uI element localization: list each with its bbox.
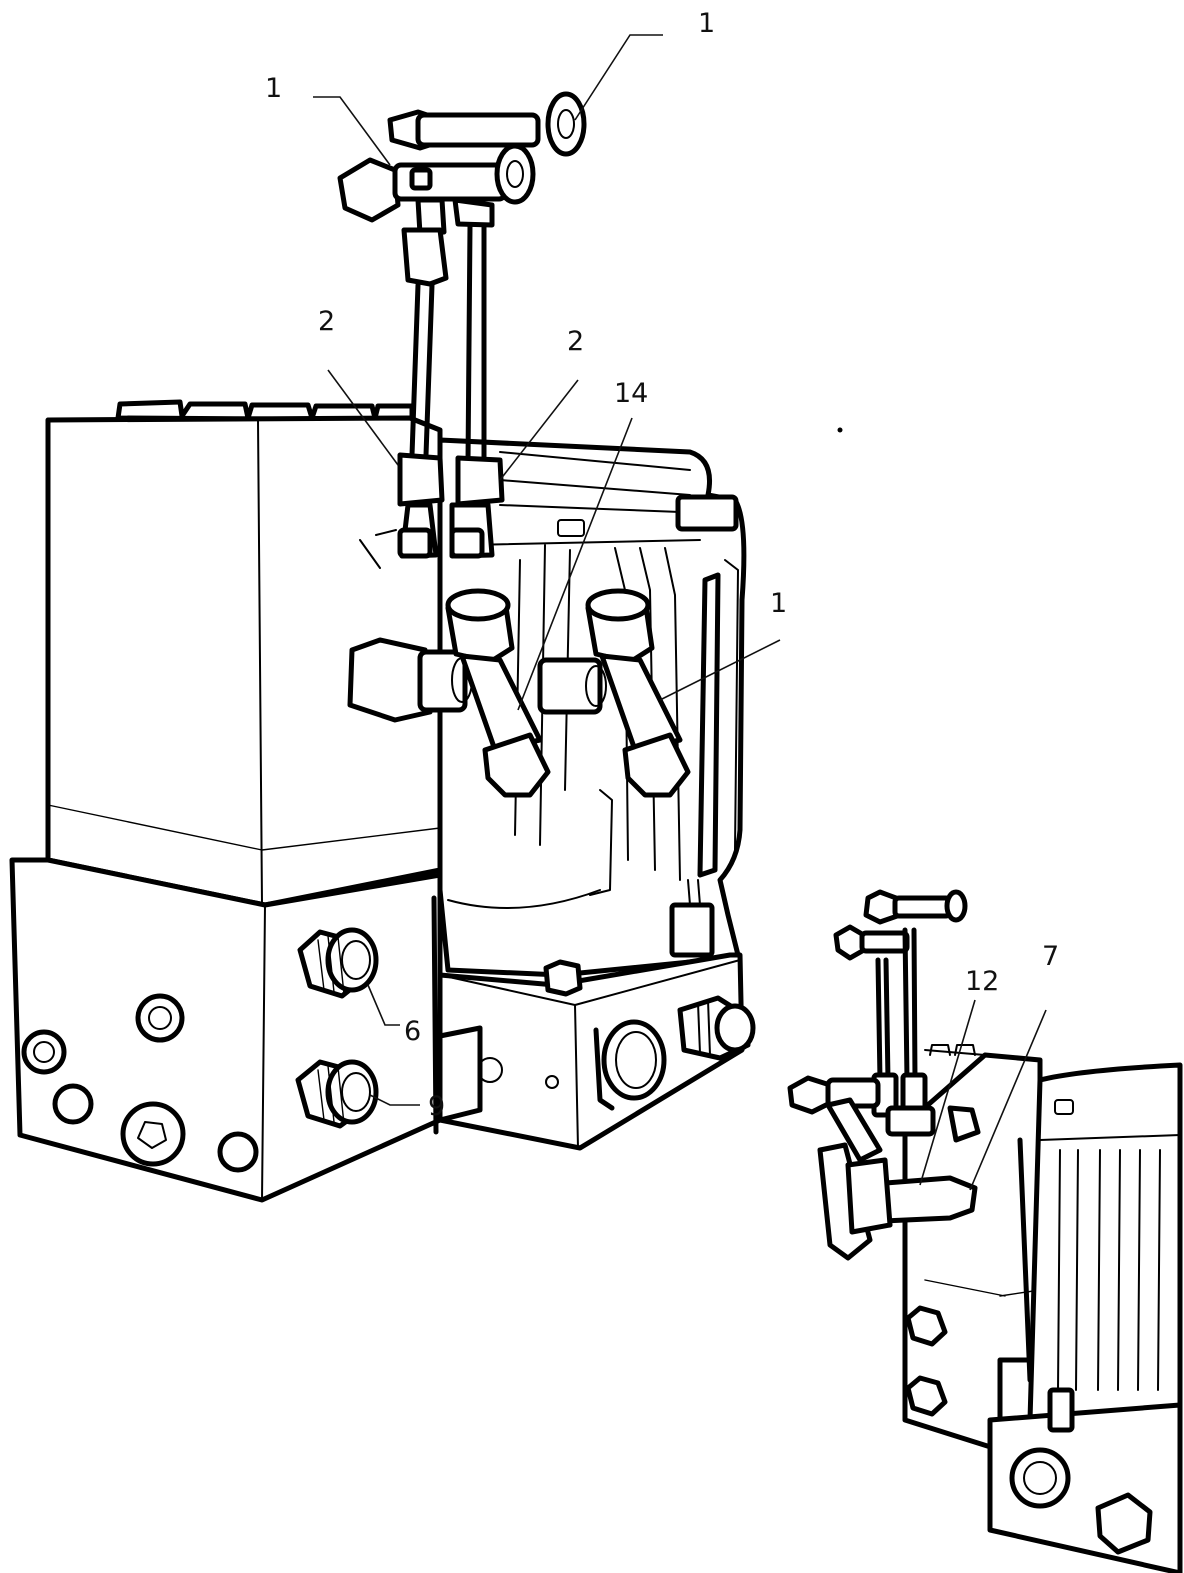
main-block xyxy=(9,399,483,1203)
tube-assembly xyxy=(337,91,587,569)
label-part-2-right: 2 xyxy=(567,326,584,357)
label-part-6: 6 xyxy=(404,1016,421,1047)
inset-assembly xyxy=(787,427,1183,1573)
label-part-1-top-right: 1 xyxy=(698,8,715,39)
port-9-fitting xyxy=(295,1059,379,1129)
main-assembly xyxy=(9,34,781,1203)
callout-labels: 1 1 2 2 14 1 6 9 12 7 xyxy=(265,8,1059,1122)
label-part-12: 12 xyxy=(965,966,999,997)
label-part-9: 9 xyxy=(428,1091,445,1122)
label-part-2-left: 2 xyxy=(318,306,335,337)
label-part-1-side: 1 xyxy=(770,588,787,619)
port-6-fitting xyxy=(297,927,379,999)
label-part-7: 7 xyxy=(1042,941,1059,972)
leader-lines xyxy=(313,34,781,1106)
pump-base xyxy=(437,952,756,1151)
label-part-1-top-left: 1 xyxy=(265,73,282,104)
valve-tees xyxy=(347,588,691,798)
label-part-14: 14 xyxy=(614,378,648,409)
